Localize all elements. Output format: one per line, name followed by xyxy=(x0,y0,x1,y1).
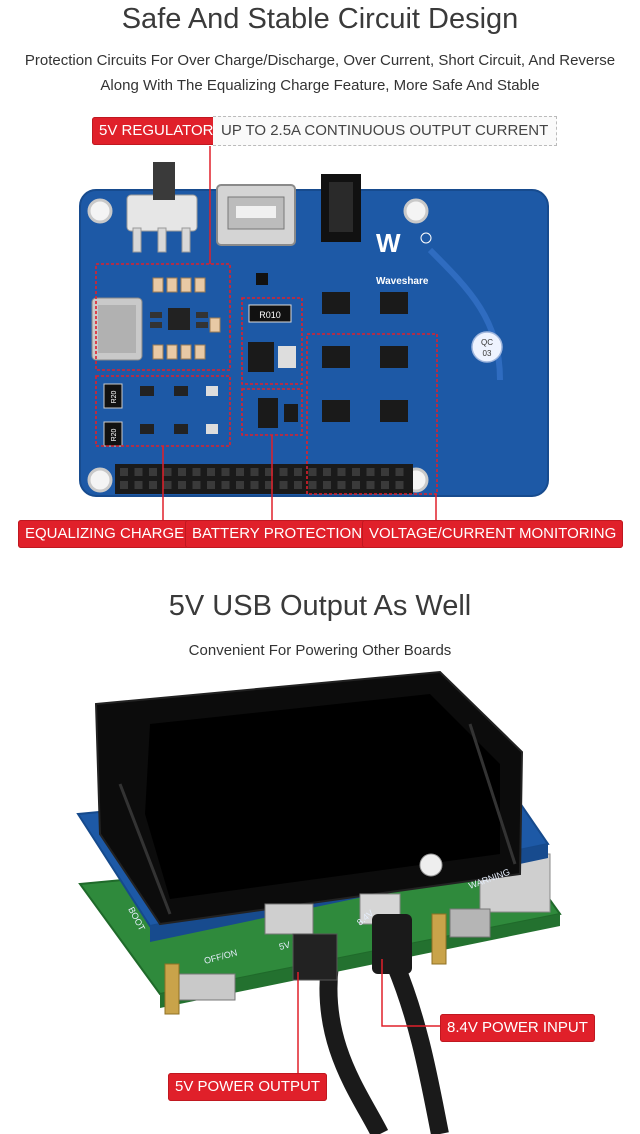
gpio-pin xyxy=(134,468,143,476)
r010-label: R010 xyxy=(259,310,281,320)
section1-title: Safe And Stable Circuit Design xyxy=(121,3,519,35)
gpio-pin xyxy=(192,468,201,476)
gpio-pin xyxy=(250,468,259,476)
gpio-pin xyxy=(279,481,288,489)
gpio-pin xyxy=(323,481,331,489)
qc-label-bottom: 03 xyxy=(483,349,492,358)
gpio-pin xyxy=(308,481,317,489)
callout-5v-regulator: 5V REGULATOR xyxy=(92,117,221,145)
gpio-pin xyxy=(236,481,244,489)
gpio-pin xyxy=(221,481,230,489)
gpio-pin xyxy=(207,481,215,489)
gpio-pin xyxy=(265,468,273,476)
callout-equalizing-charge: EQUALIZING CHARGE xyxy=(18,520,192,548)
gpio-pin xyxy=(294,481,302,489)
section1-desc-line2: Along With The Equalizing Charge Feature… xyxy=(100,77,540,94)
gpio-pin xyxy=(381,481,389,489)
gpio-pin xyxy=(366,481,375,489)
gpio-pin xyxy=(149,468,157,476)
gpio-pin xyxy=(352,481,360,489)
resistor-b-label: R20 xyxy=(111,428,118,441)
gpio-pin xyxy=(163,468,172,476)
brand-label: Waveshare xyxy=(376,276,429,287)
gpio-pin xyxy=(120,468,128,476)
gpio-pin xyxy=(395,468,404,476)
gpio-pin xyxy=(236,468,244,476)
gpio-pin xyxy=(250,481,259,489)
section2-title: 5V USB Output As Well xyxy=(168,590,472,622)
gpio-pin xyxy=(395,481,404,489)
gpio-pin xyxy=(120,481,128,489)
gpio-pin xyxy=(337,468,346,476)
callout-5v-power-output: 5V POWER OUTPUT xyxy=(168,1073,328,1101)
gpio-pin xyxy=(134,481,143,489)
gpio-pin xyxy=(337,481,346,489)
gpio-pin xyxy=(294,468,302,476)
battery-hat-board-illustration: QC 03 W Waveshare R20 R20 R010 xyxy=(79,146,549,520)
gpio-pin xyxy=(279,468,288,476)
waveshare-logo-icon: W xyxy=(376,228,401,258)
stacked-board-illustration: BOOT OFF/ON 5V OUT 8.4V WARNING xyxy=(76,670,562,1134)
section2-subtitle: Convenient For Powering Other Boards xyxy=(188,642,452,659)
section1-desc-line1: Protection Circuits For Over Charge/Disc… xyxy=(24,52,616,69)
gpio-pin xyxy=(149,481,157,489)
qc-label-top: QC xyxy=(481,338,493,347)
callout-regulator-detail: UP TO 2.5A CONTINUOUS OUTPUT CURRENT xyxy=(213,116,558,146)
callout-voltage-current-monitoring: VOLTAGE/CURRENT MONITORING xyxy=(362,520,624,548)
callout-battery-protection: BATTERY PROTECTION xyxy=(185,520,370,548)
gpio-pin xyxy=(308,468,317,476)
gpio-pin xyxy=(192,481,201,489)
gpio-pin xyxy=(323,468,331,476)
gpio-pin xyxy=(366,468,375,476)
gpio-pin xyxy=(352,468,360,476)
gpio-pin xyxy=(221,468,230,476)
resistor-a-label: R20 xyxy=(111,390,118,403)
callout-8v4-power-input: 8.4V POWER INPUT xyxy=(440,1014,595,1042)
gpio-pin xyxy=(381,468,389,476)
gpio-pin xyxy=(207,468,215,476)
gpio-pin xyxy=(178,468,186,476)
gpio-pin xyxy=(163,481,172,489)
gpio-pin xyxy=(265,481,273,489)
gpio-pin xyxy=(178,481,186,489)
